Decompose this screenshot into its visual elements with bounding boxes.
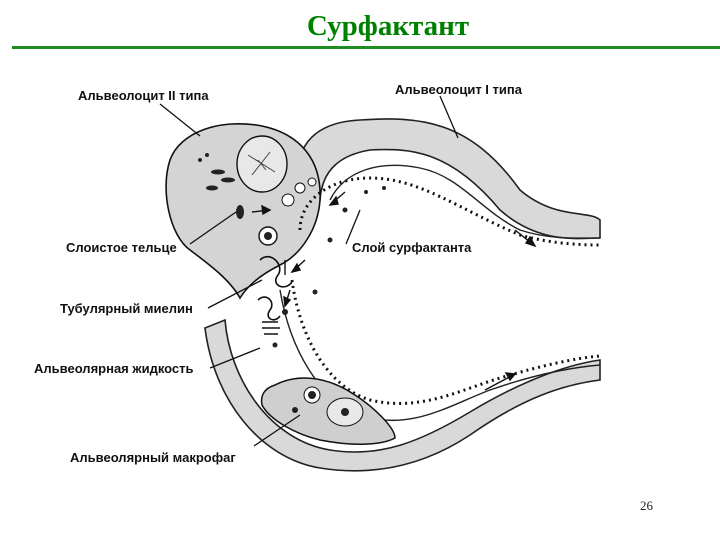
label-alveolar-macrophage: Альвеолярный макрофаг [70,450,236,465]
slide-title: Сурфактант [306,10,470,42]
label-surfactant-layer: Слой сурфактанта [352,240,472,255]
label-alveolar-fluid: Альвеолярная жидкость [34,361,194,376]
label-alveolocyte-ii: Альвеолоцит II типа [78,88,209,103]
surfactant-layer-line-lower [290,279,601,405]
title-rule [12,46,720,49]
diagram-drawing [159,95,601,472]
alveolar-wall-lower [204,318,601,472]
page-number: 26 [640,498,653,513]
epithelium-inner-lower [279,289,601,422]
surfactant-diagram: Альвеолоцит II типа Альвеолоцит I типа С… [0,60,720,480]
label-lamellar-body: Слоистое тельце [66,240,177,255]
label-tubular-myelin: Тубулярный миелин [60,301,193,316]
epithelium-inner [329,164,601,239]
label-alveolocyte-i: Альвеолоцит I типа [395,82,522,97]
